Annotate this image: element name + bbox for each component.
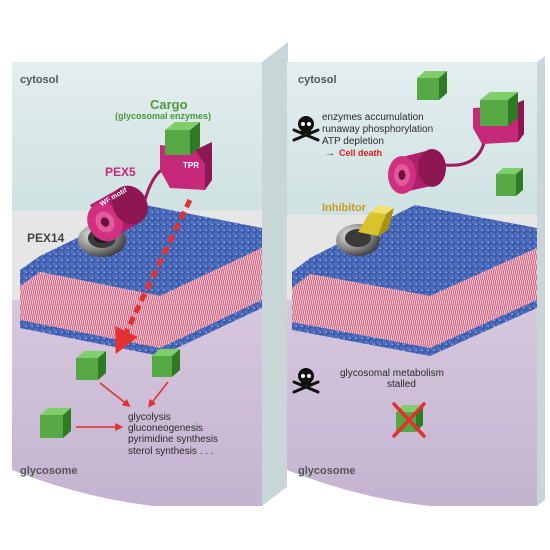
skull-crossbones-icon [292,116,320,142]
pathway-item: sterol synthesis . . . [128,446,214,457]
inhibitor-label: Inhibitor [322,202,366,214]
cargo-subtitle: (glycosomal enzymes) [115,111,212,121]
left-panel [12,42,288,512]
cargo-cube [417,71,447,100]
cargo-cube [496,168,523,196]
pathway-arrow [99,382,131,407]
pex14-label: PEX14 [27,231,65,245]
cargo-title: Cargo [150,97,188,112]
cell-death-label: Cell death [339,148,383,158]
cargo-cube-bound-right [480,92,518,126]
consequence-item: enzymes accumulation [322,112,424,123]
membrane-top-left [40,205,262,296]
cargo-cube-bound [165,122,200,155]
import-arrow [115,198,193,355]
consequence-item: ATP depletion [322,136,384,147]
cargo-cube [76,351,106,380]
stalled-line-1: glycosomal metabolism [340,368,444,379]
pathway-arrow [148,381,169,408]
cytosol-label: cytosol [298,74,337,86]
pex5-receptor-free [388,137,487,194]
membrane-tails-right [292,248,537,348]
inhibitor-molecule [358,205,394,236]
pathway-item: gluconeogenesis [128,423,204,434]
pathway-item: pyrimidine synthesis [128,434,219,445]
glycosome-label: glycosome [20,465,78,477]
membrane-top-right [310,205,537,296]
right-panel [287,56,545,512]
pex5-receptor [87,163,176,242]
tpr-label: TPR [183,161,199,170]
pex5-label: PEX5 [105,165,136,179]
red-x-icon [392,402,426,438]
pathway-item: glycolysis [128,412,171,423]
cargo-cube [152,349,180,377]
tpr-domain [160,142,212,190]
skull-crossbones-icon [292,368,320,394]
glycosome-label: glycosome [298,465,356,477]
cargo-cube [40,408,71,438]
cell-death-arrow: → [325,148,335,159]
cytosol-label: cytosol [20,74,59,86]
stalled-line-2: stalled [387,379,416,390]
consequence-item: runaway phosphorylation [322,124,434,135]
